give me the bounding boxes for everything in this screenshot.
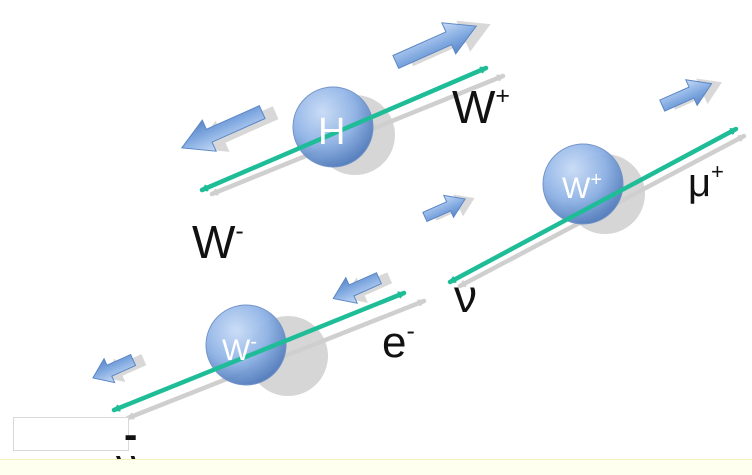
muon-momentum-arrow <box>659 78 722 112</box>
w-plus-product-label: W+ <box>452 81 510 133</box>
w-minus-particle-label: W- <box>222 331 257 367</box>
electron-momentum-arrow <box>332 272 393 304</box>
w-minus-product-label: W- <box>192 216 244 268</box>
higgs-decay-group: H W+ W- <box>180 20 510 268</box>
w-plus-decay-line <box>447 126 739 285</box>
w-plus-decay-group: W+ μ+ ν <box>422 78 747 322</box>
higgs-decay-line <box>199 65 489 193</box>
muon-product-label: μ+ <box>688 159 724 205</box>
antineutrino-momentum-arrow <box>92 353 147 384</box>
neutrino-product-label: ν <box>454 270 477 322</box>
w-minus-decay-group: W- e- <box>92 272 427 421</box>
w-plus-particle-label: W+ <box>562 169 602 205</box>
electron-product-label: e- <box>382 317 415 367</box>
w-minus-decay-line <box>111 290 407 413</box>
w-plus-momentum-arrow <box>392 20 491 69</box>
text-box[interactable] <box>13 417 129 451</box>
bottom-strip <box>0 459 752 475</box>
higgs-label: H <box>318 111 345 153</box>
w-minus-momentum-arrow <box>180 105 279 152</box>
neutrino-momentum-arrow <box>422 194 475 223</box>
